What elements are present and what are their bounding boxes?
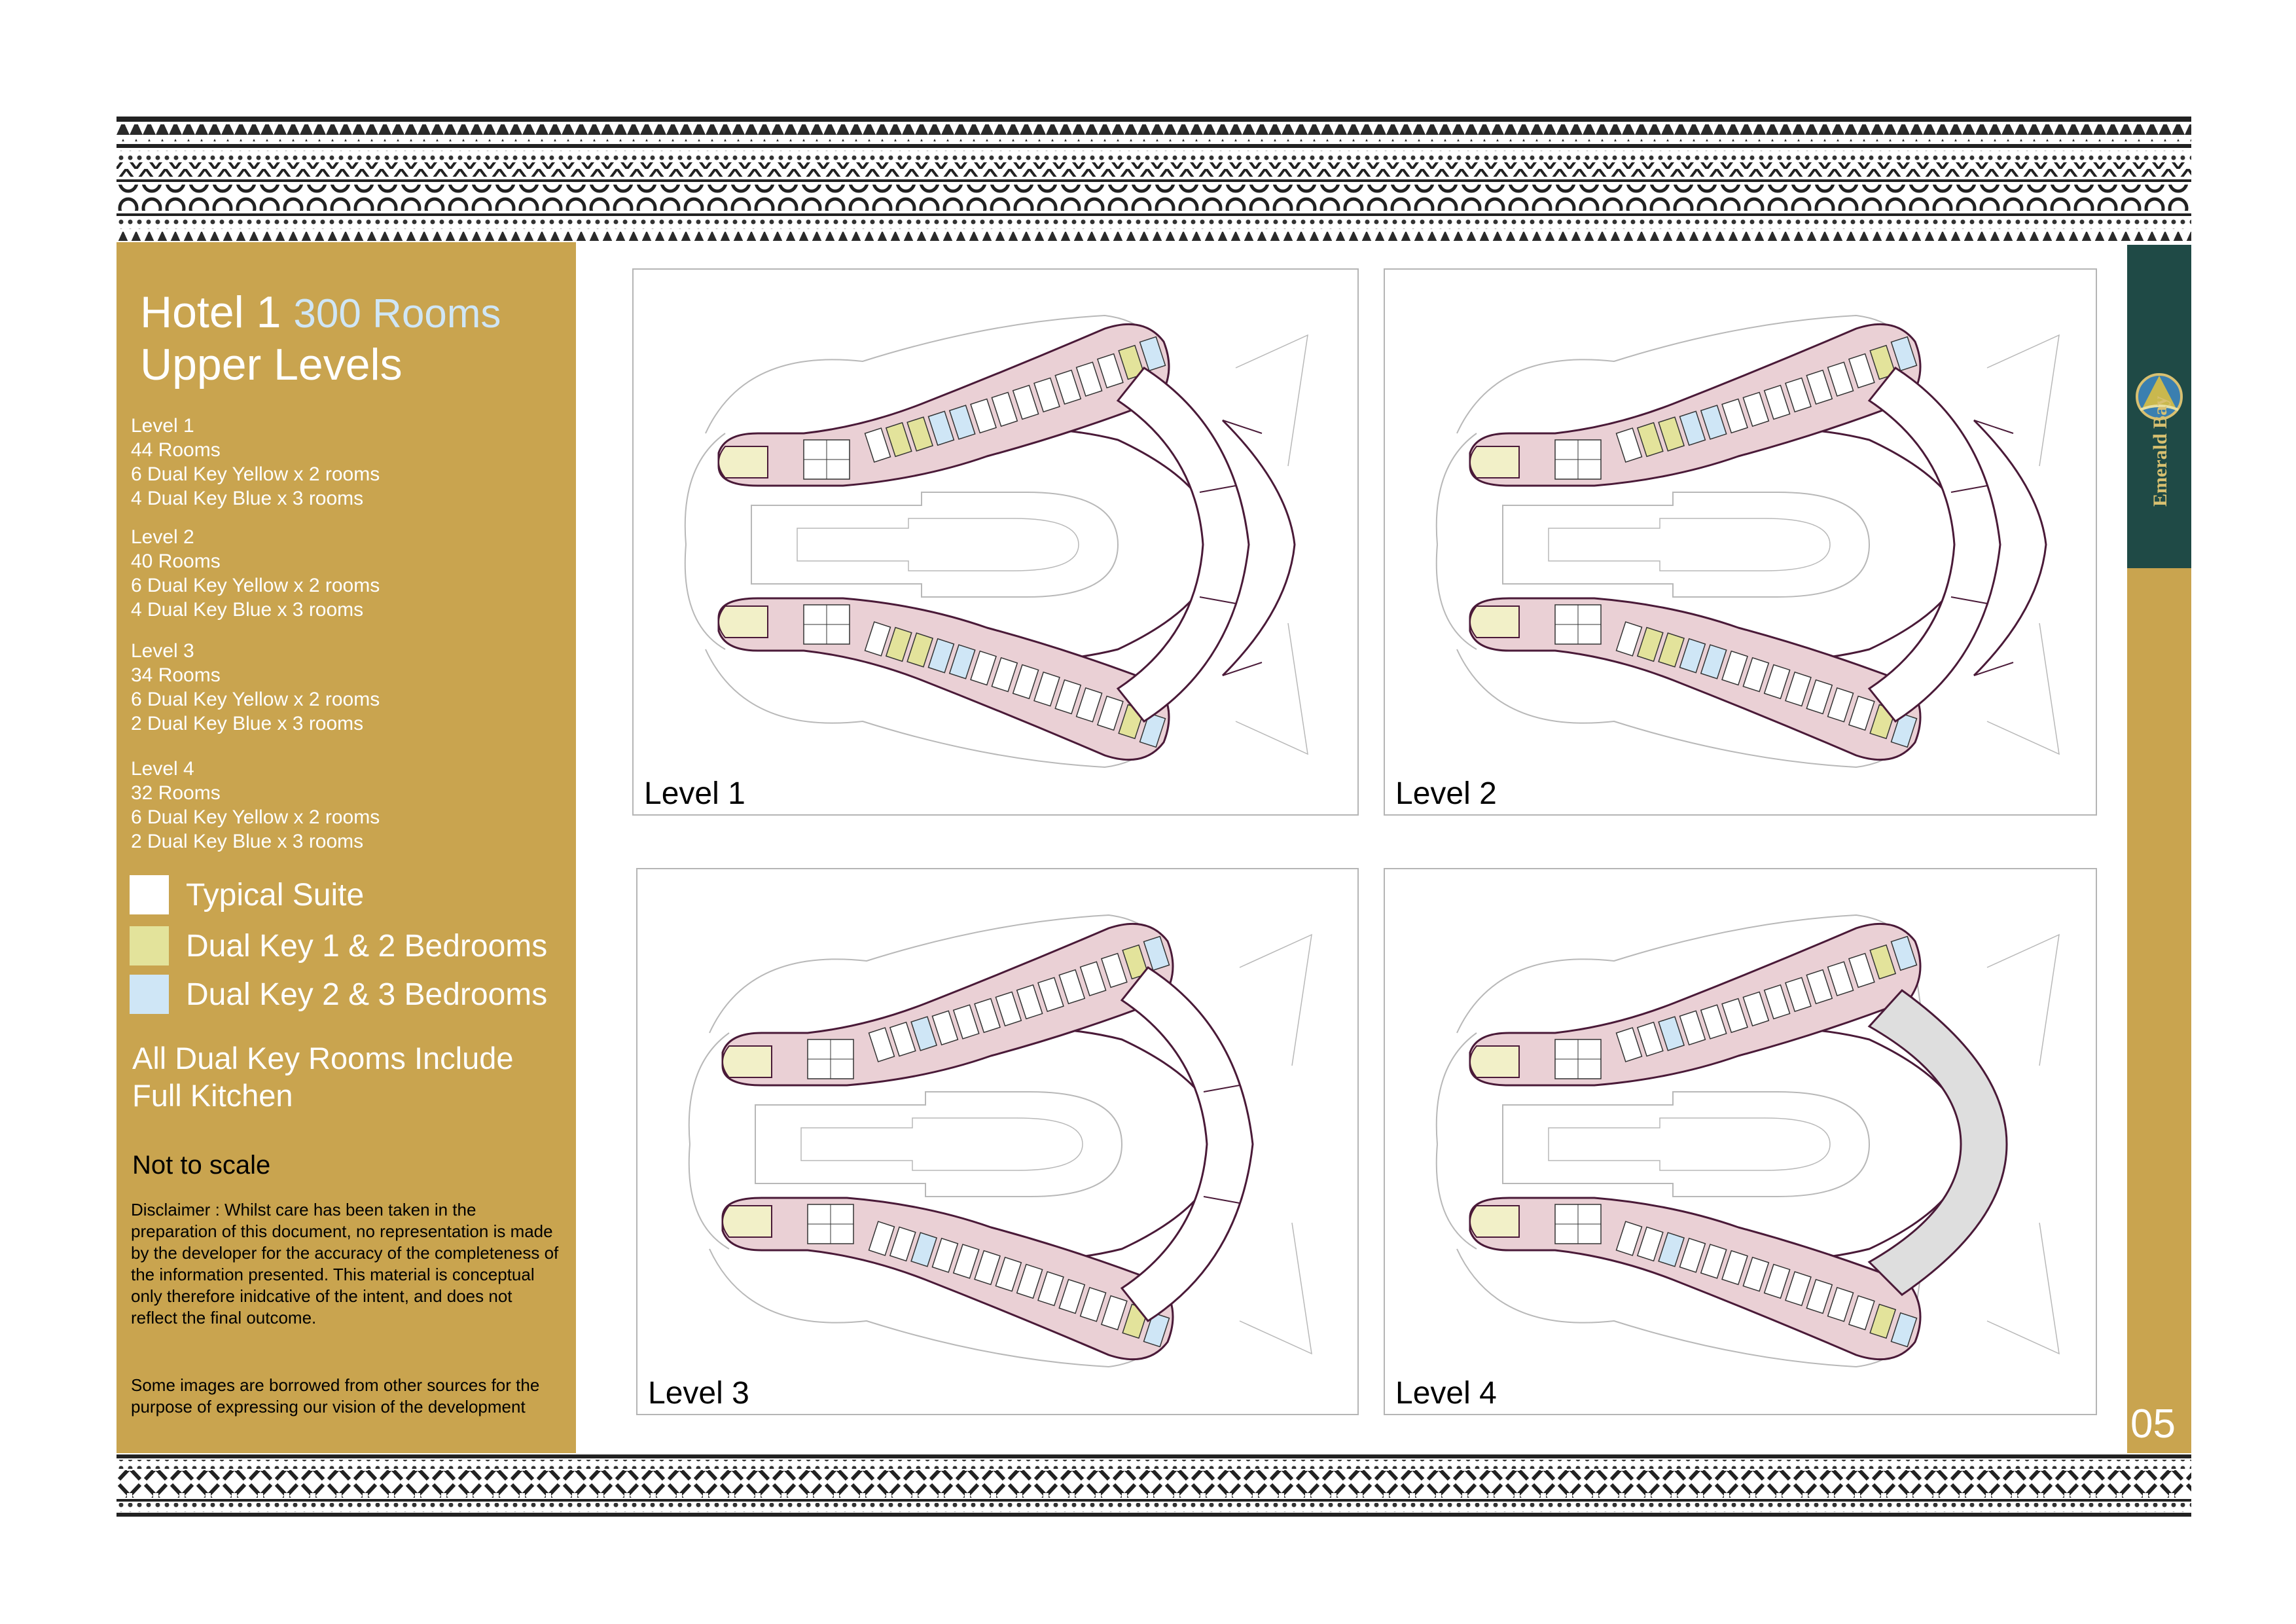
hotel-name: Hotel 1: [140, 287, 281, 337]
floor-plan-drawing: [688, 914, 1312, 1368]
legend-swatch-white: [130, 875, 169, 914]
brand-name: Emerald Bay: [2149, 396, 2171, 507]
level-summary-4: Level 4 32 Rooms 6 Dual Key Yellow x 2 r…: [131, 758, 380, 852]
level-summary-3: Level 3 34 Rooms 6 Dual Key Yellow x 2 r…: [131, 640, 380, 734]
top-pattern-band: [117, 117, 2191, 241]
panel-label: Level 1: [644, 776, 745, 811]
brand-rule: [2127, 568, 2191, 1453]
floor-plan-level-2: Level 2: [1384, 268, 2097, 816]
floor-plan-drawing: [1435, 914, 2060, 1368]
hotel-title: Hotel 1 300 Rooms: [140, 287, 501, 338]
emerald-bay-logo: Emerald Bay: [2136, 373, 2183, 507]
tribal-pattern-bottom: [117, 1454, 2191, 1517]
scale-note: Not to scale: [132, 1151, 271, 1180]
floor-plan-level-4: Level 4: [1384, 868, 2097, 1415]
floor-plan-level-3: Level 3: [636, 868, 1359, 1415]
brand-strip: Emerald Bay: [2127, 245, 2191, 568]
info-sidebar: Hotel 1 300 Rooms Upper Levels Level 1 4…: [117, 242, 576, 1453]
floor-plan-level-1: Level 1: [632, 268, 1359, 816]
floor-plan-drawing: [1435, 314, 2060, 768]
room-count-title: 300 Rooms: [293, 291, 501, 336]
page-number: 05: [2130, 1401, 2176, 1447]
legend-swatch-blue: [130, 975, 169, 1014]
panel-label: Level 4: [1395, 1376, 1497, 1411]
legend-dual-key-2-3: Dual Key 2 & 3 Bedrooms: [130, 974, 547, 1015]
tribal-pattern: [117, 117, 2191, 241]
bottom-pattern-band: [117, 1454, 2191, 1517]
kitchen-note: All Dual Key Rooms Include Full Kitchen: [132, 1041, 514, 1113]
panel-label: Level 3: [648, 1376, 749, 1411]
images-note: Some images are borrowed from other sour…: [131, 1375, 540, 1416]
floor-plan-drawing: [684, 314, 1308, 768]
legend-swatch-yellow: [130, 926, 169, 965]
legend-typical-suite: Typical Suite: [130, 875, 364, 915]
upper-levels-title: Upper Levels: [140, 340, 403, 389]
disclaimer: Disclaimer : Whilst care has been taken …: [131, 1200, 559, 1327]
legend-dual-key-1-2: Dual Key 1 & 2 Bedrooms: [130, 926, 547, 966]
level-summary-1: Level 1 44 Rooms 6 Dual Key Yellow x 2 r…: [131, 415, 380, 509]
panel-label: Level 2: [1395, 776, 1497, 811]
level-summary-2: Level 2 40 Rooms 6 Dual Key Yellow x 2 r…: [131, 526, 380, 621]
